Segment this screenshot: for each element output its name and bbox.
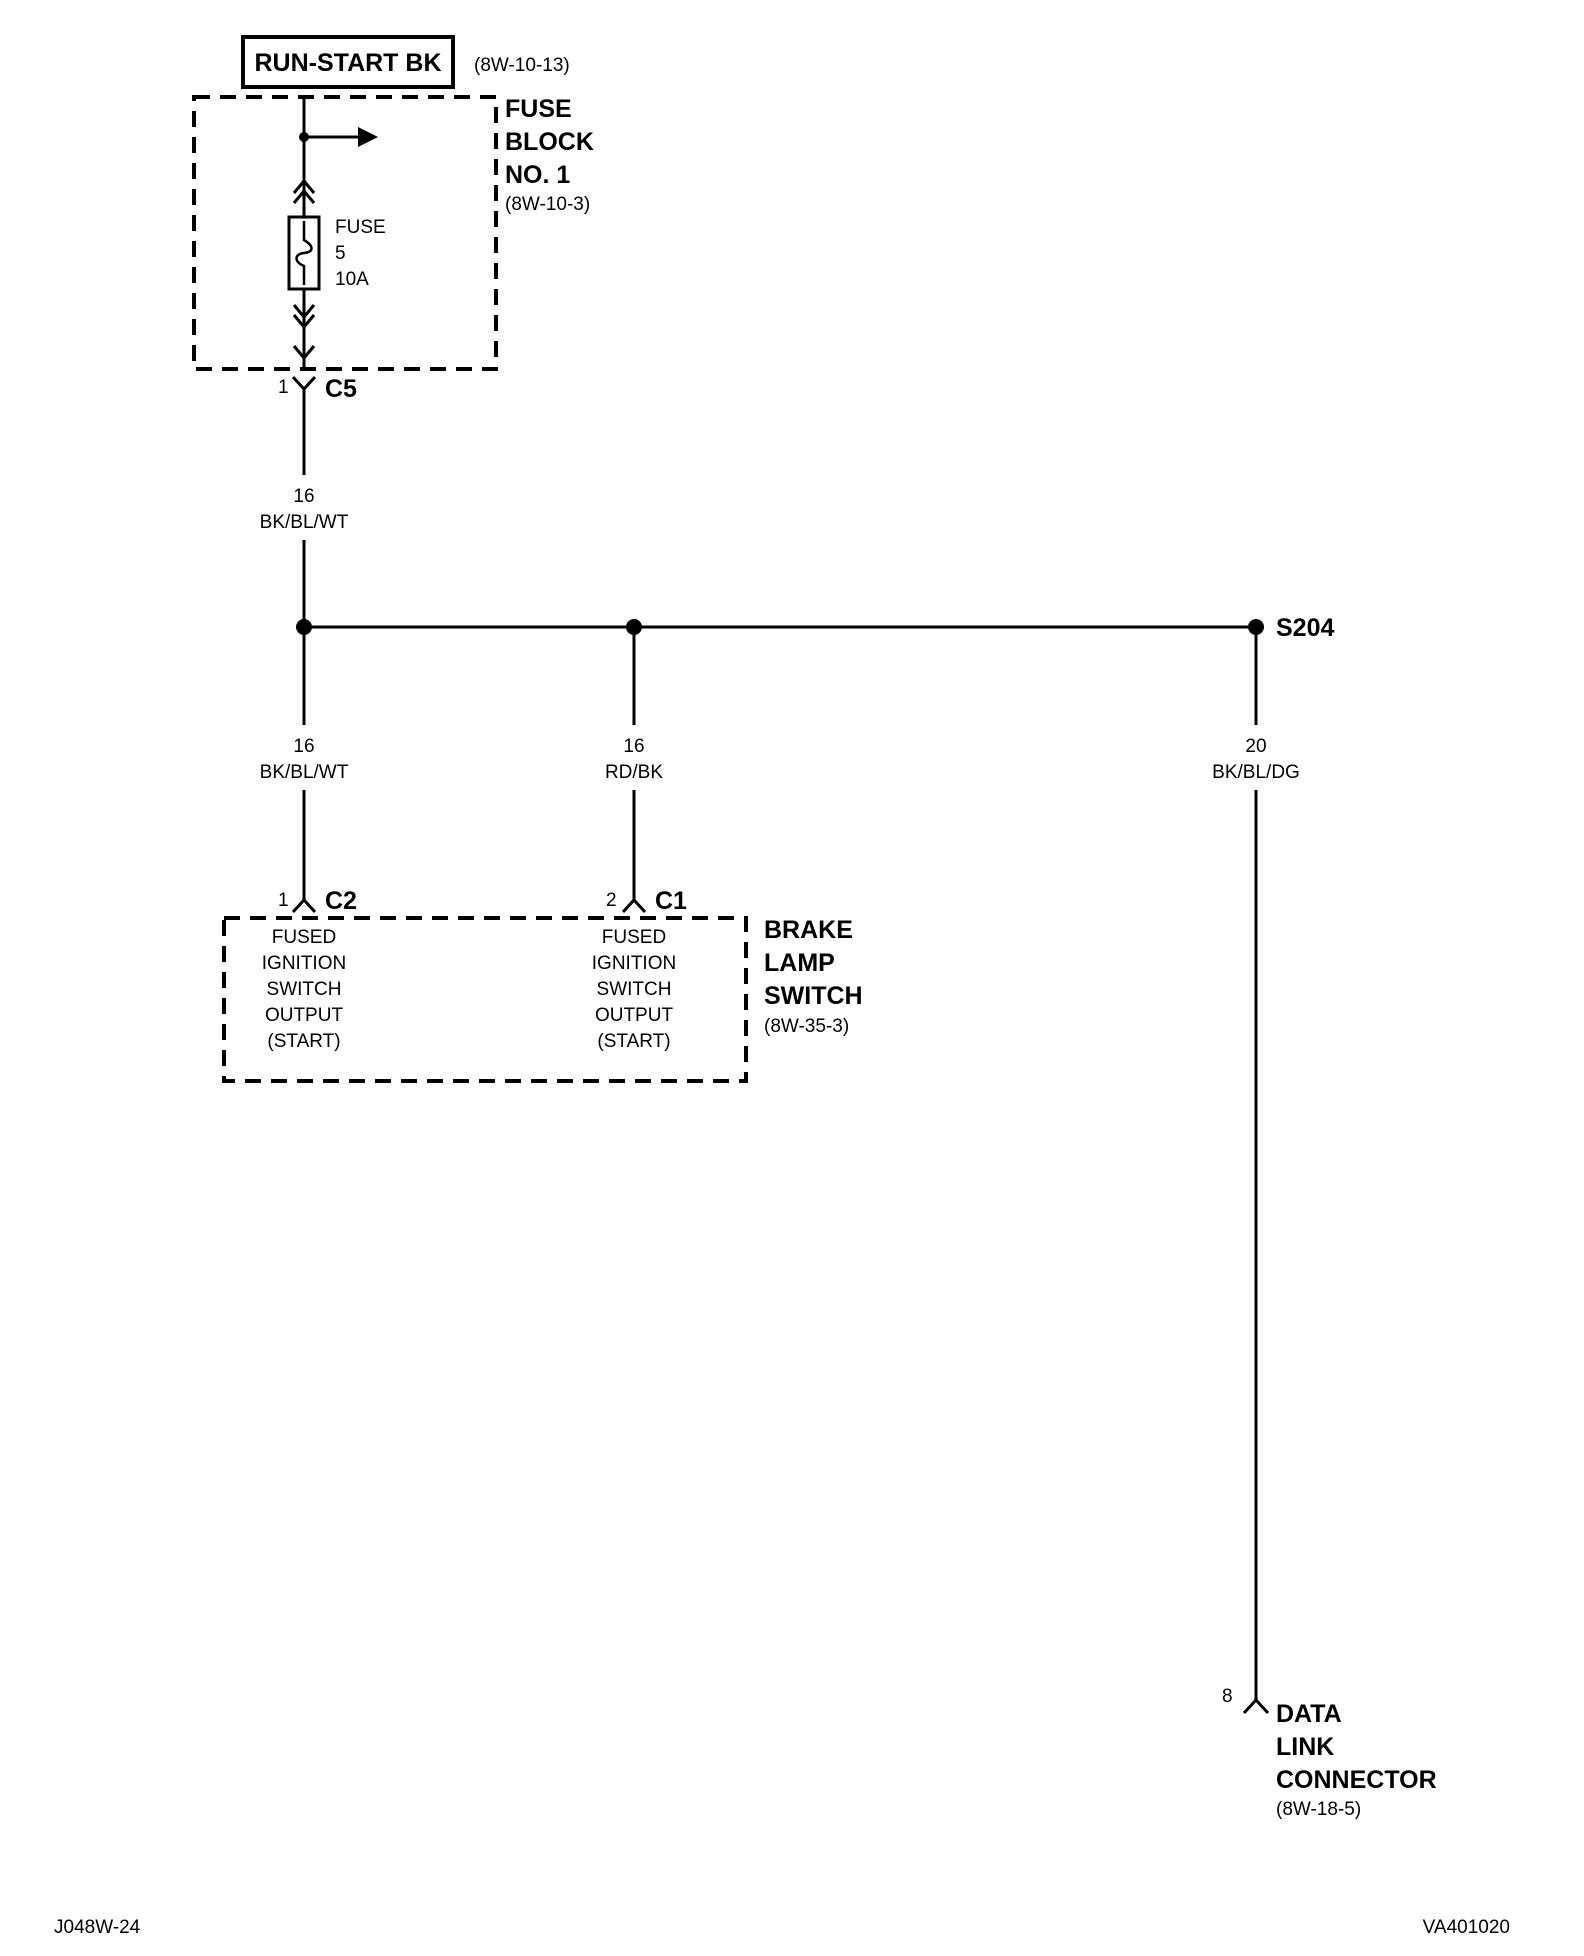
fuse-block-title-line-3: NO. 1 [505,161,570,189]
c2-connector-icon [291,897,317,914]
left-wire-gauge: 16 [293,736,314,757]
feed-branch-arrow-icon [358,127,378,147]
brake-lamp-switch-title-line-2: LAMP [764,949,835,977]
c1-pin: 2 [606,890,617,911]
brake-lamp-switch-outline [222,916,748,1083]
fuse-label-line-2: 5 [335,243,346,264]
dlc-connector-icon [1242,1697,1270,1715]
left-wire-color: BK/BL/WT [260,762,349,783]
pin-left-line-3: SWITCH [267,979,342,1000]
c1-name: C1 [655,887,687,915]
pin-left-line-2: IGNITION [262,953,346,974]
fuse-element-icon [295,221,313,285]
fuse-terminal-top-chevron-icon [292,178,316,194]
footer-right-code: VA401020 [1423,1917,1510,1938]
fuse-terminal-bottom-chevron-icon-2 [292,314,316,330]
c2-name: C2 [325,887,357,915]
c1-connector-icon [621,897,647,914]
footer-left-code: J048W-24 [54,1917,141,1938]
main-wire-color: BK/BL/WT [260,512,349,533]
dlc-ref: (8W-18-5) [1276,1799,1361,1820]
pin-right-line-3: SWITCH [597,979,672,1000]
dlc-title-line-3: CONNECTOR [1276,1766,1437,1794]
fuse-block-title-line-2: BLOCK [505,128,594,156]
right-wire-gauge: 20 [1245,736,1266,757]
brake-lamp-switch-title-line-1: BRAKE [764,916,853,944]
dlc-title-line-1: DATA [1276,1700,1342,1728]
fuse-block-title-line-1: FUSE [505,95,572,123]
main-wire-gauge: 16 [293,486,314,507]
dlc-title-line-2: LINK [1276,1733,1334,1761]
middle-wire-gauge: 16 [623,736,644,757]
dlc-pin: 8 [1222,1686,1233,1707]
middle-wire-color: RD/BK [605,762,663,783]
brake-lamp-switch-ref: (8W-35-3) [764,1016,849,1037]
power-source-box: RUN-START BK [241,35,455,89]
fuse-label-line-1: FUSE [335,217,386,238]
pin-left-line-1: FUSED [272,927,336,948]
power-source-label: RUN-START BK [254,49,441,77]
pin-left-line-4: OUTPUT [265,1005,344,1026]
c5-pin: 1 [278,377,289,398]
pin-right-line-2: IGNITION [592,953,676,974]
brake-switch-pin-left-description: FUSED IGNITION SWITCH OUTPUT (START) [262,927,346,1052]
brake-lamp-switch-title-line-3: SWITCH [764,982,863,1010]
fuse-block-ref: (8W-10-3) [505,194,590,215]
right-wire-color: BK/BL/DG [1212,762,1300,783]
fuse-terminal-bottom-chevron-icon-3 [292,345,316,361]
pin-right-line-1: FUSED [602,927,666,948]
pin-right-line-5: (START) [597,1031,670,1052]
pin-left-line-5: (START) [267,1031,340,1052]
c5-name: C5 [325,375,357,403]
c5-connector-icon [291,375,317,392]
fuse-terminal-top-chevron-icon-2 [292,188,316,204]
brake-switch-pin-right-description: FUSED IGNITION SWITCH OUTPUT (START) [592,927,676,1052]
fuse-terminal-bottom-chevron-icon [292,304,316,320]
c2-pin: 1 [278,890,289,911]
power-source-ref: (8W-10-13) [474,55,570,76]
fuse-label-line-3: 10A [335,269,369,290]
pin-right-line-4: OUTPUT [595,1005,674,1026]
splice-name: S204 [1276,614,1334,642]
